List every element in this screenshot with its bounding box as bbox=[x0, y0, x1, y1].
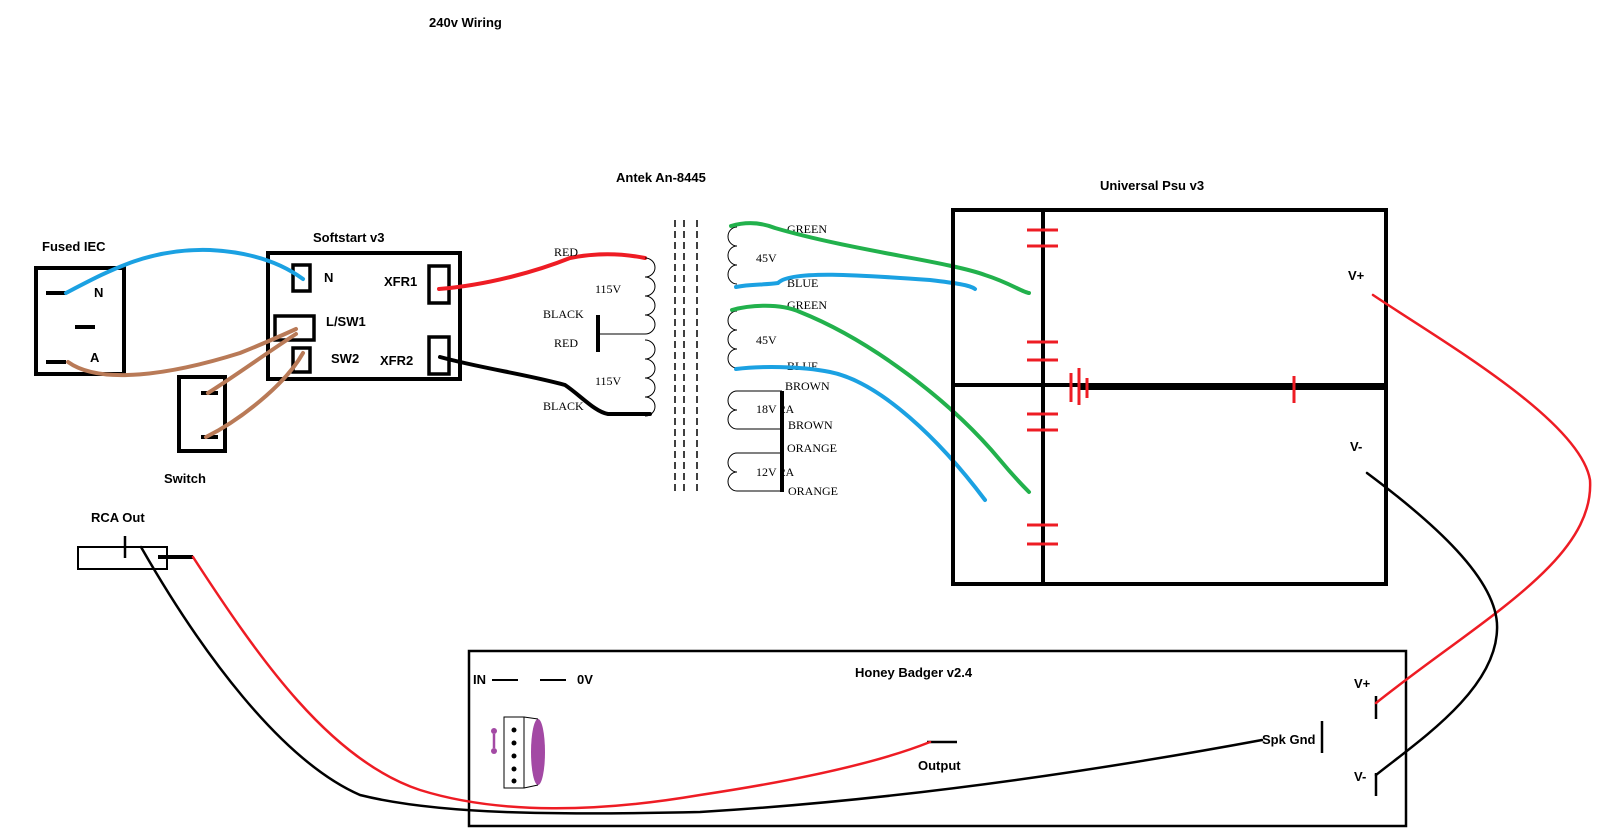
softstart: N L/SW1 SW2 XFR1 XFR2 Softstart v3 bbox=[266, 230, 462, 381]
connector-purple-cap bbox=[531, 719, 545, 785]
secondary-coil-12v bbox=[727, 452, 738, 492]
transformer: Antek An-8445 RED 115V BLACK RED 115V BL… bbox=[543, 170, 838, 498]
psu-vplus-label: V+ bbox=[1348, 268, 1365, 283]
wire-vminus-black bbox=[1365, 471, 1499, 777]
connector-pin-1 bbox=[511, 727, 517, 733]
connector-pin-2 bbox=[511, 740, 517, 746]
secondary-coil-45v-2 bbox=[727, 310, 738, 369]
wire-switch-sw2-brown bbox=[204, 351, 305, 439]
softstart-xfr1-terminal bbox=[427, 264, 451, 305]
primary-115v-2-label: 115V bbox=[595, 374, 622, 388]
sec-brown-2-label: BROWN bbox=[788, 418, 833, 432]
diagram-title: 240v Wiring bbox=[429, 15, 502, 30]
wire-blue-1 bbox=[734, 272, 977, 291]
amp-input-connector bbox=[491, 716, 545, 789]
amp-output-label: Output bbox=[918, 758, 961, 773]
wire-green-1 bbox=[729, 221, 1031, 295]
sec-18v-label: 18V 2A bbox=[756, 402, 794, 416]
connector-edge-bottom bbox=[523, 784, 539, 789]
amp-title: Honey Badger v2.4 bbox=[855, 665, 973, 680]
secondary-coil-45v-1 bbox=[727, 226, 738, 285]
primary-red-2-label: RED bbox=[554, 336, 578, 350]
psu-body bbox=[951, 208, 1388, 586]
softstart-title: Softstart v3 bbox=[313, 230, 385, 245]
connector-jumper-bottom bbox=[491, 748, 497, 754]
sec-45v-2-label: 45V bbox=[756, 333, 777, 347]
iec-body bbox=[34, 266, 126, 376]
amp-body bbox=[467, 649, 1408, 828]
connector-pin-5 bbox=[511, 778, 517, 784]
sec-blue-1-label: BLUE bbox=[787, 276, 818, 290]
softstart-lsw1-terminal bbox=[273, 314, 316, 342]
connector-pin-4 bbox=[511, 766, 517, 772]
wire-vplus-red bbox=[1371, 293, 1592, 705]
softstart-n-label: N bbox=[324, 270, 333, 285]
primary-black-2-label: BLACK bbox=[543, 399, 584, 413]
secondary-coil-18v bbox=[727, 390, 738, 430]
softstart-body bbox=[266, 251, 462, 381]
sec-orange-1-label: ORANGE bbox=[787, 441, 837, 455]
primary-coil-2 bbox=[644, 339, 656, 417]
rca-out: RCA Out bbox=[77, 510, 193, 570]
amp-vplus-label: V+ bbox=[1354, 676, 1371, 691]
honey-badger-amp: Honey Badger v2.4 IN 0V Output Spk Gnd V… bbox=[467, 649, 1408, 828]
connector-body bbox=[503, 716, 525, 789]
softstart-xfr2-label: XFR2 bbox=[380, 353, 413, 368]
wire-neutral-blue bbox=[64, 247, 305, 295]
rca-title: RCA Out bbox=[91, 510, 145, 525]
connector-edge-top bbox=[523, 716, 539, 720]
amp-0v-label: 0V bbox=[577, 672, 593, 687]
universal-psu: Universal Psu v3 V+ V- bbox=[951, 178, 1388, 586]
sec-45v-1-label: 45V bbox=[756, 251, 777, 265]
wire-blue-2 bbox=[734, 365, 987, 502]
connector-pin-3 bbox=[511, 753, 517, 759]
fused-iec: N A Fused IEC bbox=[34, 239, 126, 376]
amp-spk-gnd-label: Spk Gnd bbox=[1262, 732, 1316, 747]
iec-title: Fused IEC bbox=[42, 239, 106, 254]
softstart-xfr2-terminal bbox=[427, 335, 451, 376]
sec-12v-label: 12V 2A bbox=[756, 465, 794, 479]
softstart-xfr1-label: XFR1 bbox=[384, 274, 417, 289]
amp-vminus-label: V- bbox=[1354, 769, 1366, 784]
wire-primary-black bbox=[438, 355, 652, 416]
psu-vminus-label: V- bbox=[1350, 439, 1362, 454]
sec-orange-2-label: ORANGE bbox=[788, 484, 838, 498]
softstart-sw2-label: SW2 bbox=[331, 351, 359, 366]
softstart-lsw1-label: L/SW1 bbox=[326, 314, 366, 329]
transformer-title: Antek An-8445 bbox=[616, 170, 706, 185]
connector-jumper-top bbox=[491, 728, 497, 734]
primary-115v-1-label: 115V bbox=[595, 282, 622, 296]
primary-black-1-label: BLACK bbox=[543, 307, 584, 321]
wire-rca-ground-black bbox=[139, 545, 1264, 815]
sec-brown-1-label: BROWN bbox=[785, 379, 830, 393]
rca-body bbox=[77, 546, 168, 570]
wire-switch-lsw1-brown bbox=[206, 332, 298, 395]
sec-green-2-label: GREEN bbox=[787, 298, 827, 312]
iec-a-label: A bbox=[90, 350, 100, 365]
wire-rca-signal-red bbox=[191, 555, 932, 810]
softstart-sw2-terminal bbox=[291, 346, 312, 374]
wire-primary-red bbox=[437, 252, 647, 291]
amp-in-label: IN bbox=[473, 672, 486, 687]
wire-active-brown bbox=[66, 327, 298, 378]
psu-title: Universal Psu v3 bbox=[1100, 178, 1204, 193]
iec-n-label: N bbox=[94, 285, 103, 300]
primary-coil-1 bbox=[644, 257, 656, 335]
wire-green-2 bbox=[730, 303, 1031, 494]
primary-red-1-label: RED bbox=[554, 245, 578, 259]
switch-body bbox=[177, 375, 227, 453]
switch-title: Switch bbox=[164, 471, 206, 486]
softstart-n-terminal bbox=[291, 263, 312, 293]
